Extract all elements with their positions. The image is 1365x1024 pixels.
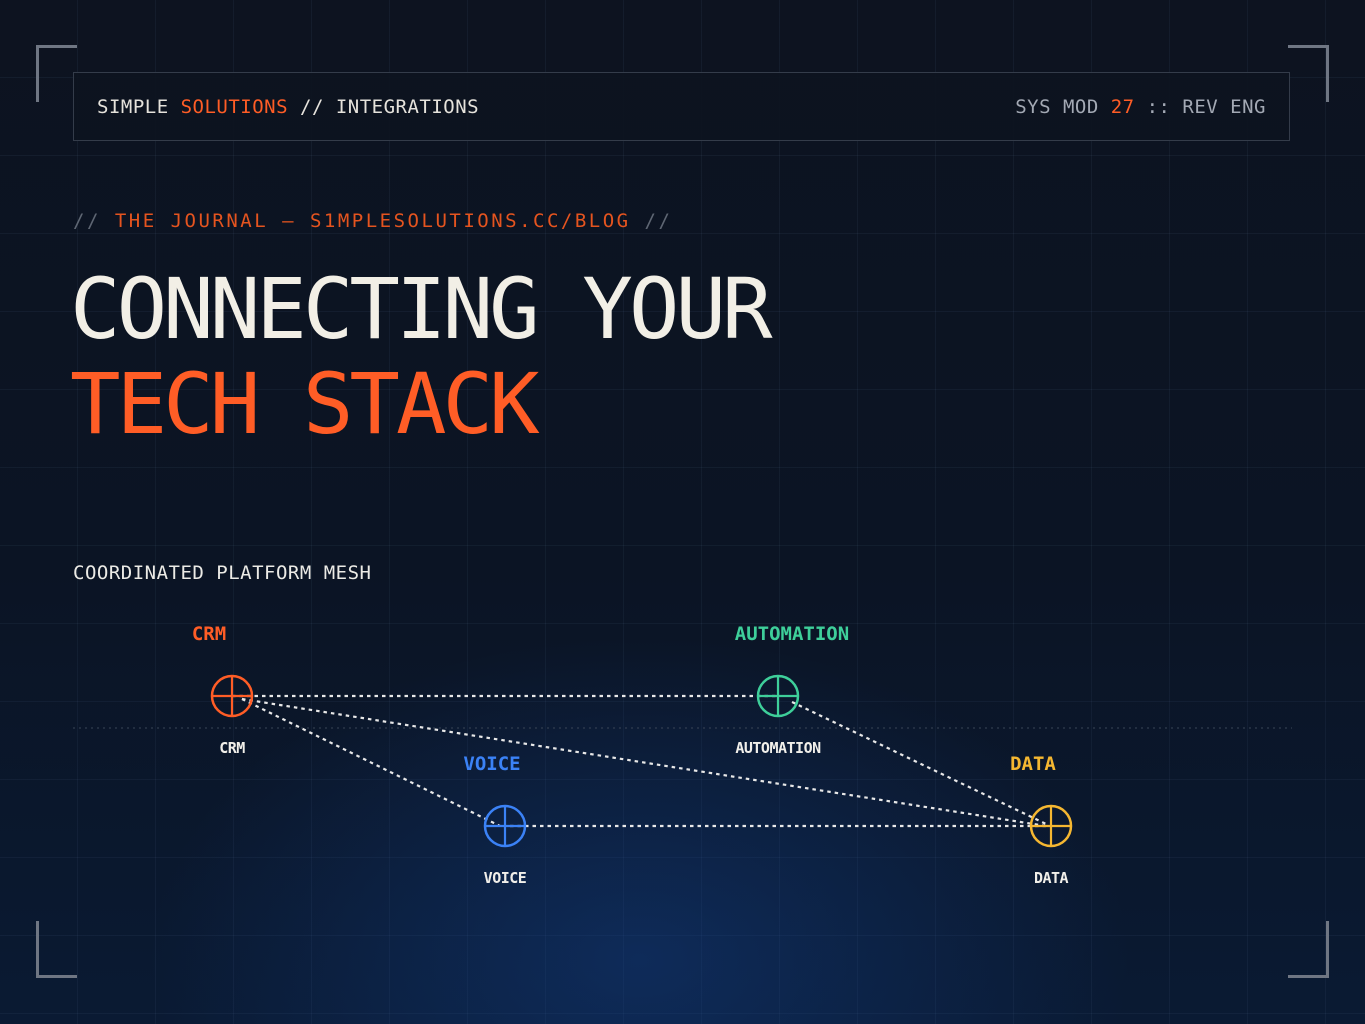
header-sys-info: SYS MOD 27 :: REV ENG xyxy=(1015,96,1266,118)
sys-label: SYS MOD xyxy=(1015,95,1099,118)
automation-crosshair-icon xyxy=(756,674,800,718)
kicker-slash-close: // xyxy=(644,210,673,232)
corner-bracket-bottom-left xyxy=(36,921,77,978)
title-line-2: TECH STACK xyxy=(70,355,540,453)
corner-bracket-bottom-right xyxy=(1288,921,1329,978)
mesh-link-automation-data xyxy=(791,701,1047,825)
mesh-node-automation: AUTOMATION AUTOMATION xyxy=(735,623,849,757)
mesh-node-data: DATA DATA xyxy=(1010,753,1073,887)
brand-primary: SIMPLE xyxy=(97,95,169,118)
crm-crosshair-icon xyxy=(210,674,254,718)
mesh-node-crm: CRM CRM xyxy=(192,623,254,757)
sys-separator: :: xyxy=(1146,95,1171,118)
corner-bracket-top-left xyxy=(36,45,77,102)
brand-section: INTEGRATIONS xyxy=(335,95,480,118)
mesh-section-label: COORDINATED PLATFORM MESH xyxy=(73,562,372,584)
mesh-links xyxy=(232,694,1047,828)
brand-separator: // xyxy=(300,95,324,118)
mesh-link-crm-data xyxy=(241,697,1047,828)
mesh-node-data-bottom-label: DATA xyxy=(1034,869,1069,887)
kicker-text: THE JOURNAL — S1MPLESOLUTIONS.CC/BLOG xyxy=(114,210,631,232)
mesh-node-crm-top-label: CRM xyxy=(192,623,226,645)
sys-number: 27 xyxy=(1110,95,1135,118)
page-title: CONNECTING YOUR TECH STACK xyxy=(70,260,773,453)
mesh-node-voice: VOICE VOICE xyxy=(463,753,527,887)
kicker-slash-open: // xyxy=(73,210,101,232)
brand-accent: SOLUTIONS xyxy=(180,95,289,118)
mesh-node-automation-top-label: AUTOMATION xyxy=(735,623,849,645)
header-bar: SIMPLE SOLUTIONS // INTEGRATIONS SYS MOD… xyxy=(73,72,1290,141)
header-brand: SIMPLE SOLUTIONS // INTEGRATIONS xyxy=(97,96,479,118)
mesh-nodes: CRM CRM AUTOMATION AUTOMATION VOICE VOICE DATA… xyxy=(192,623,1073,887)
corner-bracket-top-right xyxy=(1288,45,1329,102)
mesh-node-crm-bottom-label: CRM xyxy=(219,739,245,757)
mesh-node-data-top-label: DATA xyxy=(1010,753,1056,775)
mesh-node-automation-bottom-label: AUTOMATION xyxy=(735,739,821,757)
voice-crosshair-icon xyxy=(483,804,527,848)
sys-rev: REV ENG xyxy=(1182,95,1266,118)
mesh-link-crm-voice xyxy=(241,698,501,827)
mesh-node-voice-bottom-label: VOICE xyxy=(484,869,527,887)
data-crosshair-icon xyxy=(1029,804,1073,848)
mesh-node-voice-top-label: VOICE xyxy=(463,753,520,775)
journal-kicker: // THE JOURNAL — S1MPLESOLUTIONS.CC/BLOG… xyxy=(73,210,672,232)
title-line-1: CONNECTING YOUR xyxy=(70,260,773,358)
